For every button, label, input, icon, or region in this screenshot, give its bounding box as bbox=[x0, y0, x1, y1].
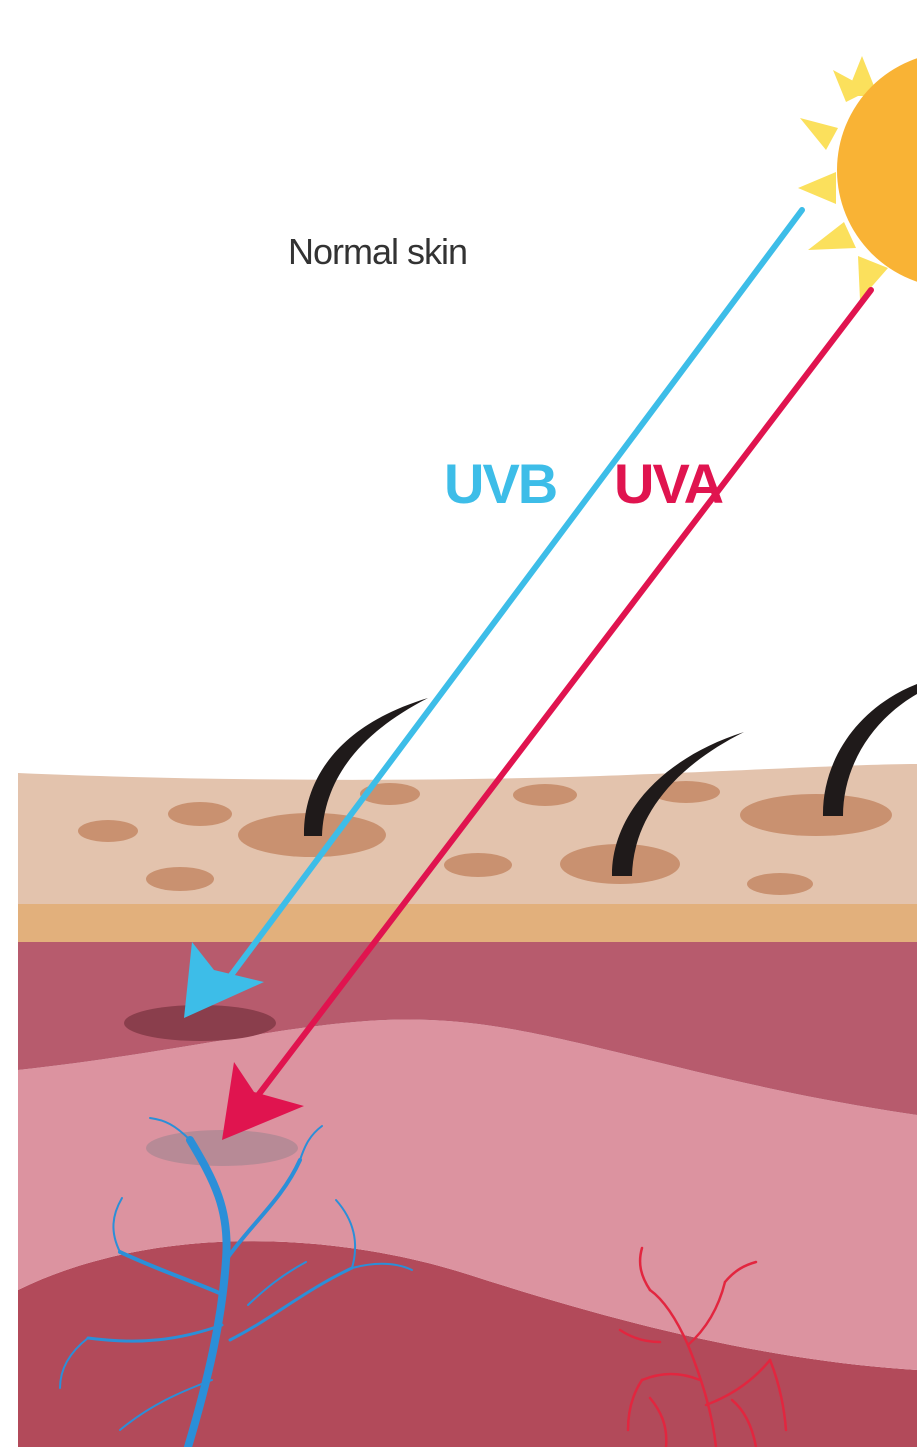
uva-absorption-spot bbox=[146, 1130, 298, 1166]
uva-label: UVA bbox=[614, 452, 723, 515]
uvb-label: UVB bbox=[444, 452, 556, 515]
diagram-title: Normal skin bbox=[288, 231, 467, 272]
basal-layer bbox=[18, 902, 917, 942]
